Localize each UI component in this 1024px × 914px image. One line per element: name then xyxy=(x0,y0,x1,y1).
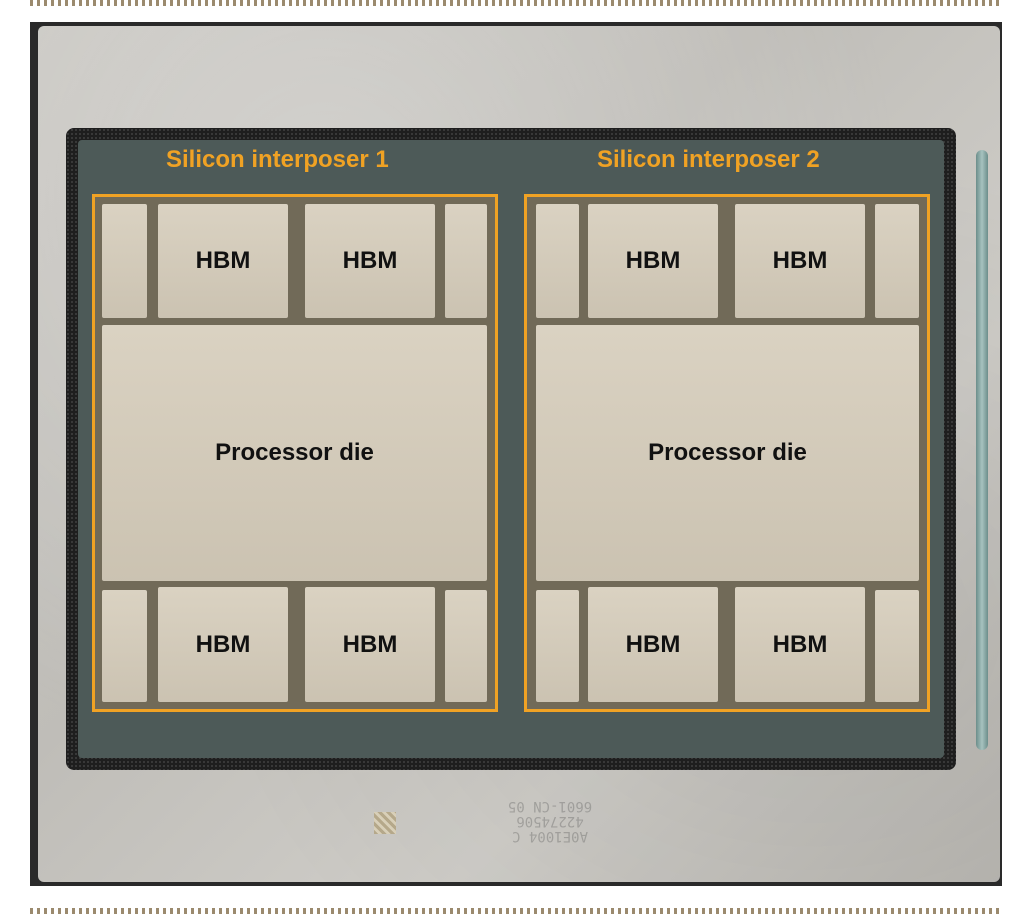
hbm-stack: HBM xyxy=(735,204,865,318)
spacer-die xyxy=(536,204,579,318)
hbm-label: HBM xyxy=(772,630,828,658)
silicon-interposer-2: HBM HBM Processor die HBM HBM xyxy=(524,194,930,712)
marking-line: 42274506 xyxy=(516,813,584,829)
spacer-die xyxy=(102,204,147,318)
interposer-2-title: Silicon interposer 2 xyxy=(597,146,820,173)
silicon-interposer-1: HBM HBM Processor die HBM HBM xyxy=(92,194,498,712)
hbm-stack: HBM xyxy=(158,204,288,318)
side-rail xyxy=(976,150,988,750)
hbm-label: HBM xyxy=(342,630,398,658)
hbm-label: HBM xyxy=(342,247,398,274)
hbm-label: HBM xyxy=(195,247,251,274)
hbm-label: HBM xyxy=(625,630,681,658)
spacer-die xyxy=(536,590,579,702)
hbm-label: HBM xyxy=(625,247,681,274)
processor-die: Processor die xyxy=(536,325,919,581)
hbm-stack: HBM xyxy=(588,204,718,318)
marking-line: A0E1004 C xyxy=(512,828,588,844)
spacer-die xyxy=(445,204,487,318)
processor-label: Processor die xyxy=(648,439,807,466)
processor-label: Processor die xyxy=(215,439,374,466)
spacer-die xyxy=(875,204,919,318)
hbm-label: HBM xyxy=(195,630,251,658)
pin1-marker xyxy=(374,812,396,834)
hbm-label: HBM xyxy=(772,247,828,274)
package-pins-bottom xyxy=(30,908,1002,914)
hbm-stack: HBM xyxy=(305,587,435,702)
hbm-stack: HBM xyxy=(158,587,288,702)
hbm-stack: HBM xyxy=(588,587,718,702)
package-pins-top xyxy=(30,0,1002,6)
interposer-1-title: Silicon interposer 1 xyxy=(166,146,389,173)
spacer-die xyxy=(102,590,147,702)
spacer-die xyxy=(875,590,919,702)
processor-die: Processor die xyxy=(102,325,487,581)
marking-line: 6601-CN 05 xyxy=(507,798,593,814)
hbm-stack: HBM xyxy=(305,204,435,318)
hbm-stack: HBM xyxy=(735,587,865,702)
package-marking: A0E1004 C 42274506 6601-CN 05 xyxy=(470,798,630,844)
spacer-die xyxy=(445,590,487,702)
